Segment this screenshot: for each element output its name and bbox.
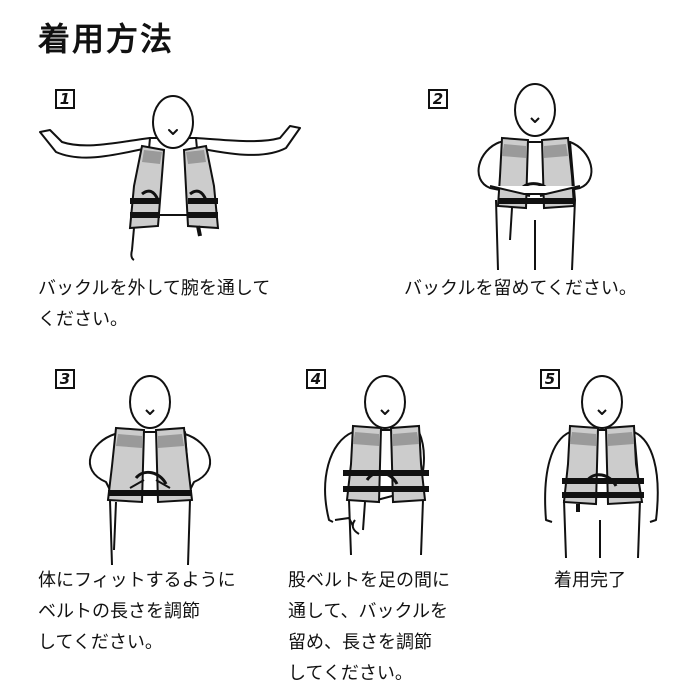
step-2-line-1: バックルを留めてください。 bbox=[404, 278, 637, 299]
step-3-line-3: してください。 bbox=[38, 632, 163, 653]
step-1-illustration bbox=[39, 95, 301, 261]
step-5-caption: 着用完了 bbox=[554, 565, 626, 596]
step-1-number: 1 bbox=[55, 89, 75, 109]
step-3-line-1: 体にフィットするように bbox=[38, 570, 236, 591]
step-3-illustration bbox=[88, 375, 212, 566]
step-2-number: 2 bbox=[428, 89, 448, 109]
step-3-line-2: ベルトの長さを調節 bbox=[38, 601, 200, 622]
step-5-illustration bbox=[544, 375, 659, 559]
step-1-caption: バックルを外して腕を通して ください。 bbox=[38, 273, 270, 335]
step-1-line-2: ください。 bbox=[38, 309, 128, 330]
step-4-caption: 股ベルトを足の間に 通して、バックルを 留め、長さを調節 してください。 bbox=[288, 565, 450, 689]
step-4-line-4: してください。 bbox=[288, 663, 413, 684]
step-1-line-1: バックルを外して腕を通して bbox=[38, 278, 271, 299]
step-4-line-1: 股ベルトを足の間に bbox=[288, 570, 450, 591]
step-5-number: 5 bbox=[540, 369, 560, 389]
step-3-number: 3 bbox=[55, 369, 75, 389]
step-5-line-1: 着用完了 bbox=[554, 570, 626, 591]
step-4-illustration bbox=[324, 375, 429, 556]
step-2-caption: バックルを留めてください。 bbox=[404, 273, 637, 304]
page-title: 着用方法 bbox=[38, 20, 175, 58]
step-4-line-3: 留め、長さを調節 bbox=[288, 632, 432, 653]
step-4-line-2: 通して、バックルを bbox=[288, 601, 449, 622]
step-2-illustration bbox=[477, 83, 593, 270]
step-4-number: 4 bbox=[306, 369, 326, 389]
step-3-caption: 体にフィットするように ベルトの長さを調節 してください。 bbox=[38, 565, 236, 658]
